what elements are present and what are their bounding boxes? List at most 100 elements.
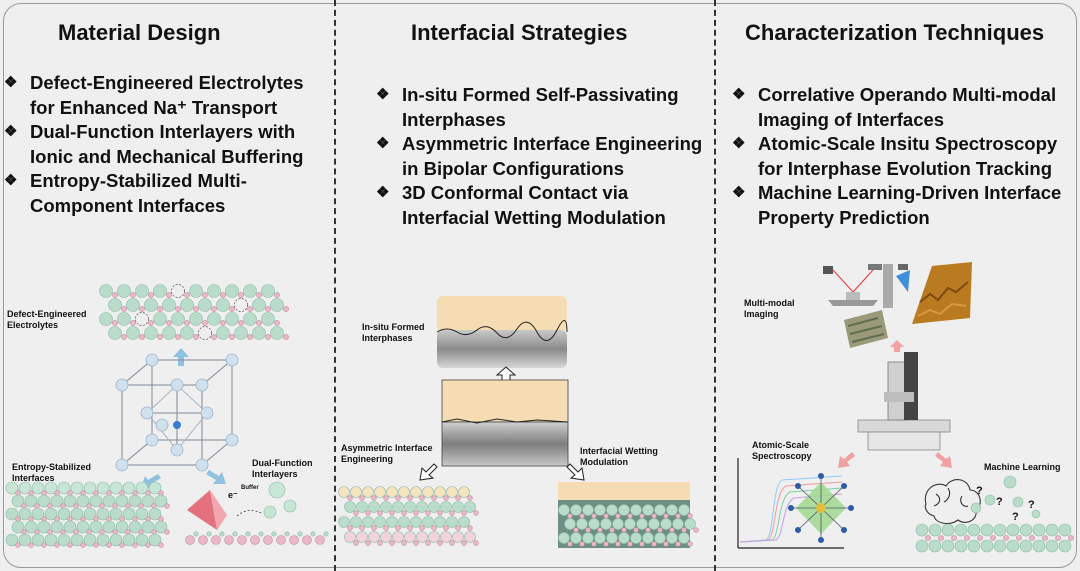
atom	[162, 298, 176, 312]
up-arrow-outline-icon	[495, 366, 517, 382]
atom	[440, 501, 452, 513]
material-design-bullets: ❖Defect-Engineered Electrolytes for Enha…	[0, 71, 332, 218]
atom	[1019, 523, 1033, 537]
machine-learning-illustration	[915, 475, 1074, 553]
atom	[449, 510, 455, 516]
atom	[117, 284, 131, 298]
atom	[437, 510, 443, 516]
bullet-item: ❖Correlative Operando Multi-modal Imagin…	[728, 83, 1078, 132]
atom	[980, 523, 994, 537]
atom	[642, 532, 654, 544]
atom	[582, 504, 594, 516]
atom	[11, 520, 25, 534]
atom	[452, 501, 464, 513]
label-defect-engineered: Defect-Engineered Electrolytes	[7, 309, 87, 330]
atom	[380, 501, 392, 513]
atom	[570, 532, 582, 544]
atom	[323, 531, 329, 537]
atom	[162, 326, 176, 340]
atom	[189, 312, 203, 326]
bullet-item: ❖In-situ Formed Self-Passivating Interph…	[372, 83, 712, 132]
atom	[130, 320, 136, 326]
atom	[211, 306, 217, 312]
atom	[437, 540, 443, 546]
diamond-bullet-icon: ❖	[4, 172, 18, 189]
atom	[148, 292, 154, 298]
atom	[245, 531, 251, 537]
atom	[678, 504, 690, 516]
bullet-item: ❖Defect-Engineered Electrolytes for Enha…	[0, 71, 332, 120]
atom	[243, 284, 257, 298]
down-left-arrow-outline-icon	[419, 463, 438, 481]
atom	[297, 531, 303, 537]
atom	[274, 320, 280, 326]
atom	[344, 531, 356, 543]
atom	[967, 523, 981, 537]
atom	[139, 306, 145, 312]
atom	[941, 539, 955, 553]
atom	[24, 520, 38, 534]
crystal-unit-cell-illustration	[115, 353, 239, 472]
atom	[57, 481, 71, 495]
atom	[398, 486, 410, 498]
atom	[368, 501, 380, 513]
outer-frame	[3, 3, 1077, 568]
imaging-sample-block-illustration	[844, 310, 888, 348]
atom	[984, 494, 996, 506]
atom	[112, 292, 118, 298]
diamond-bullet-icon: ❖	[4, 74, 18, 91]
atom	[627, 513, 633, 519]
atom	[675, 541, 681, 547]
atom	[383, 495, 389, 501]
atom	[145, 542, 151, 548]
atom	[148, 481, 162, 495]
atom	[422, 516, 434, 528]
atom	[681, 527, 687, 533]
atom	[44, 481, 58, 495]
atom	[621, 527, 627, 533]
atom	[154, 520, 168, 534]
atom	[594, 504, 606, 516]
atom	[83, 481, 97, 495]
atom	[225, 312, 239, 326]
brain-icon	[924, 479, 981, 525]
atom	[54, 542, 60, 548]
atom	[425, 510, 431, 516]
atom	[558, 504, 570, 516]
atom	[144, 298, 158, 312]
atom	[395, 525, 401, 531]
atom	[108, 326, 122, 340]
atom	[302, 535, 312, 545]
atom	[434, 516, 446, 528]
atom	[597, 527, 603, 533]
atom	[121, 306, 127, 312]
atom	[639, 513, 645, 519]
atom	[263, 535, 273, 545]
atom	[455, 525, 461, 531]
atom	[585, 527, 591, 533]
atom	[80, 542, 86, 548]
vacancy-site	[198, 326, 212, 340]
atom	[141, 520, 155, 534]
atom	[284, 531, 290, 537]
asymmetric-lattice-illustration	[338, 486, 479, 546]
atom	[166, 292, 172, 298]
label-buffer: Buffer	[241, 485, 259, 491]
atom	[271, 531, 277, 537]
atom	[374, 516, 386, 528]
atom	[401, 540, 407, 546]
atom	[422, 486, 434, 498]
label-entropy-stabilized: Entropy-Stabilized Interfaces	[12, 462, 92, 483]
atom	[224, 535, 234, 545]
atom	[392, 501, 404, 513]
atom	[102, 520, 116, 534]
atom	[389, 510, 395, 516]
bullet-text: Entropy-Stabilized Multi-Component Inter…	[30, 170, 247, 216]
down-left-arrow-pink-icon	[838, 452, 855, 468]
atom	[347, 495, 353, 501]
atom	[977, 535, 983, 541]
label-machine-learning: Machine Learning	[984, 462, 1061, 472]
bullet-item: ❖3D Conformal Contact via Interfacial We…	[372, 181, 712, 230]
atom	[283, 334, 289, 340]
atom	[915, 539, 929, 553]
